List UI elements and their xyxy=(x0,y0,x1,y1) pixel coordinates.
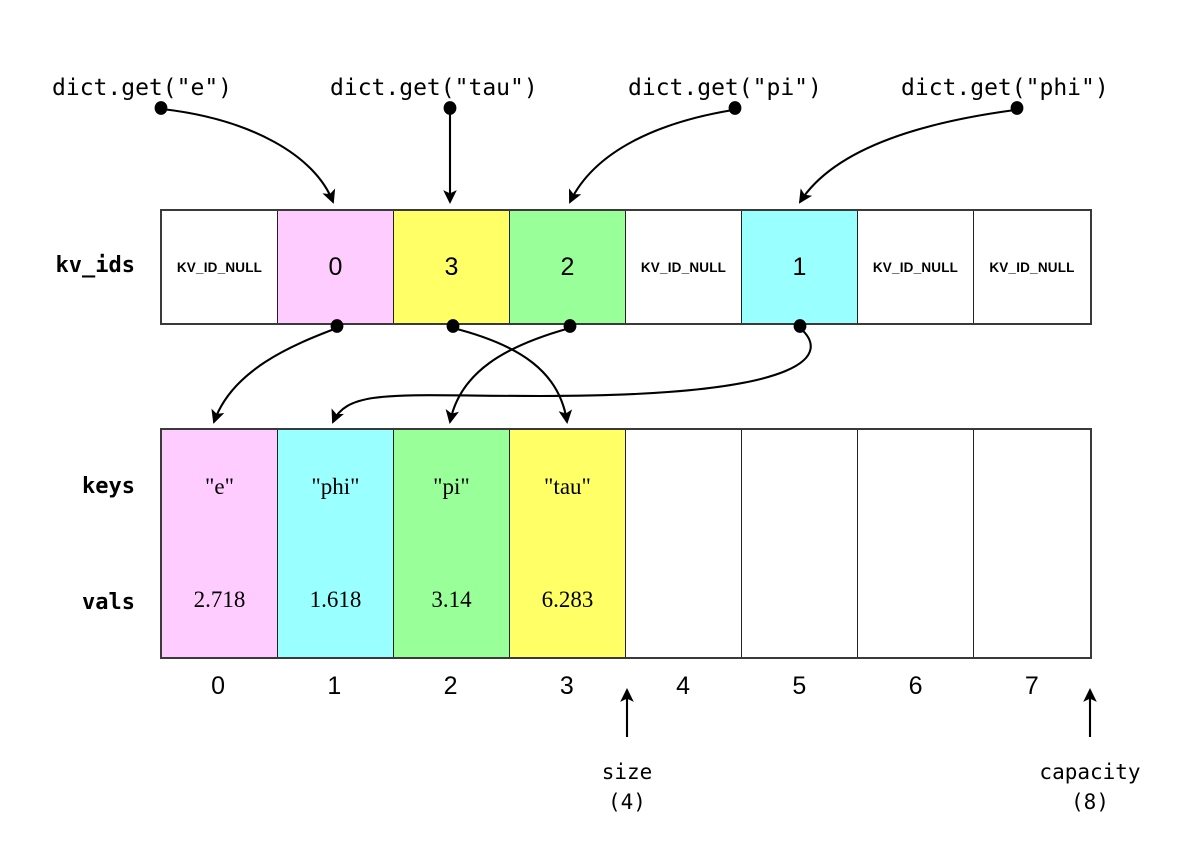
vals-cell-4[interactable] xyxy=(626,543,742,657)
size-marker-value: (4) xyxy=(608,790,646,814)
keys-cell-2[interactable]: "pi" xyxy=(394,430,510,543)
vals-cell-1-text: 1.618 xyxy=(309,587,362,612)
index-tick-6: 6 xyxy=(908,672,923,700)
vals-cell-2-text: 3.14 xyxy=(431,587,472,612)
vals-cell-2[interactable]: 3.14 xyxy=(394,543,510,657)
index-tick-5: 5 xyxy=(792,672,807,700)
keys-cell-2-text: "pi" xyxy=(433,473,470,499)
call-origin-dot-phi xyxy=(1010,101,1024,115)
kv-ids-cell-4[interactable]: KV_ID_NULL xyxy=(626,211,742,323)
index-tick-4: 4 xyxy=(676,672,691,700)
vals-cell-3[interactable]: 6.283 xyxy=(510,543,626,657)
index-tick-7: 7 xyxy=(1024,672,1039,700)
lookup-arrow-pi xyxy=(569,108,734,204)
kv-ids-cell-0[interactable]: KV_ID_NULL xyxy=(162,211,278,323)
vals-cell-7[interactable] xyxy=(974,543,1090,657)
lookup-arrow-e xyxy=(161,107,336,204)
keys-cell-0-text: "e" xyxy=(205,473,234,499)
lookup-arrow-phi xyxy=(798,108,1016,204)
keys-cell-1-text: "phi" xyxy=(311,473,360,499)
kv-ids-cell-4-text: KV_ID_NULL xyxy=(640,259,727,275)
kv-ids-cell-7[interactable]: KV_ID_NULL xyxy=(974,211,1090,323)
index-tick-3: 3 xyxy=(559,672,574,700)
call-label-get-pi: dict.get("pi") xyxy=(628,75,822,101)
size-marker-label: size (4) xyxy=(602,760,653,814)
keys-cell-6[interactable] xyxy=(858,430,974,543)
capacity-marker-label: capacity (8) xyxy=(1039,760,1140,814)
kv-ids-cell-3[interactable]: 2 xyxy=(510,211,626,323)
keys-cell-7[interactable] xyxy=(974,430,1090,543)
call-origin-dot-e xyxy=(154,101,168,115)
index-tick-1: 1 xyxy=(327,672,342,700)
vals-cell-1[interactable]: 1.618 xyxy=(278,543,394,657)
call-label-get-phi: dict.get("phi") xyxy=(901,75,1109,101)
vals-cell-0[interactable]: 2.718 xyxy=(162,543,278,657)
keys-cell-3[interactable]: "tau" xyxy=(510,430,626,543)
size-marker-name: size xyxy=(601,760,653,784)
deref-arrow-slot2-entry3 xyxy=(452,326,573,424)
kv-ids-cell-2-text: 3 xyxy=(444,252,459,281)
row-label-vals: vals xyxy=(82,590,135,615)
deref-arrow-slot5-entry1 xyxy=(331,327,812,424)
deref-arrow-slot3-entry2 xyxy=(445,326,571,424)
vals-cell-6[interactable] xyxy=(858,543,974,657)
call-origin-dot-pi xyxy=(728,101,742,115)
kv-ids-cell-3-text: 2 xyxy=(560,252,575,281)
keys-cell-5[interactable] xyxy=(742,430,858,543)
keys-array: "e" "phi" "pi" "tau" xyxy=(160,428,1092,544)
capacity-marker-value: (8) xyxy=(1071,790,1109,814)
index-tick-0: 0 xyxy=(211,672,226,700)
index-tick-2: 2 xyxy=(443,672,458,700)
kv-ids-cell-6-text: KV_ID_NULL xyxy=(872,259,959,275)
vals-array: 2.718 1.618 3.14 6.283 xyxy=(160,543,1092,659)
keys-cell-0[interactable]: "e" xyxy=(162,430,278,543)
kv-ids-cell-7-text: KV_ID_NULL xyxy=(989,259,1075,275)
kv-ids-cell-0-text: KV_ID_NULL xyxy=(176,259,263,275)
kv-ids-cell-2[interactable]: 3 xyxy=(394,211,510,323)
capacity-marker-name: capacity xyxy=(1039,760,1141,784)
vals-cell-0-text: 2.718 xyxy=(193,587,246,612)
vals-cell-5[interactable] xyxy=(742,543,858,657)
call-label-get-e: dict.get("e") xyxy=(52,75,233,101)
kv-ids-cell-5[interactable]: 1 xyxy=(742,211,858,323)
call-label-get-tau: dict.get("tau") xyxy=(330,75,538,101)
call-origin-dot-tau xyxy=(443,101,457,115)
keys-cell-3-text: "tau" xyxy=(544,473,591,499)
kv-ids-cell-1-text: 0 xyxy=(328,252,343,281)
row-label-kv-ids: kv_ids xyxy=(55,253,135,278)
row-label-keys: keys xyxy=(82,474,135,499)
kv-ids-array: KV_ID_NULL 0 3 2 KV_ID_NULL 1 KV_ID_NULL… xyxy=(160,209,1092,325)
keys-cell-1[interactable]: "phi" xyxy=(278,430,394,543)
kv-ids-cell-1[interactable]: 0 xyxy=(278,211,394,323)
index-ruler: 0 1 2 3 4 5 6 7 xyxy=(160,672,1092,701)
kv-ids-cell-5-text: 1 xyxy=(792,252,807,281)
keys-cell-4[interactable] xyxy=(626,430,742,543)
deref-arrow-slot1-entry0 xyxy=(211,327,338,424)
vals-cell-3-text: 6.283 xyxy=(541,587,594,612)
kv-ids-cell-6[interactable]: KV_ID_NULL xyxy=(858,211,974,323)
